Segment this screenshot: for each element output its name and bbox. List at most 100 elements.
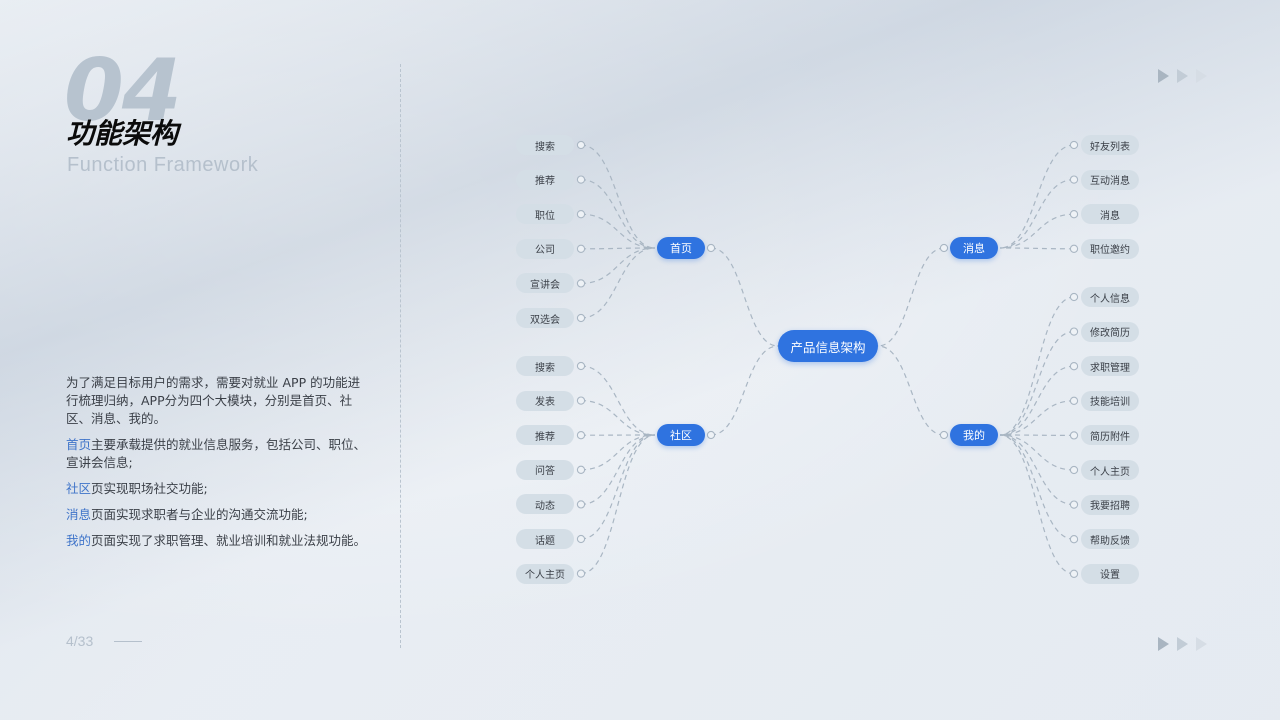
connector-line <box>580 434 656 505</box>
mindmap-leaf: 发表 <box>516 390 574 411</box>
mindmap-root: 产品信息架构 <box>778 330 878 362</box>
mindmap-leaf: 个人主页 <box>1081 460 1139 480</box>
mindmap-leaf: 推荐 <box>516 425 574 446</box>
mindmap-leaf: 技能培训 <box>1081 390 1139 411</box>
play-arrow-icon <box>1196 637 1207 651</box>
connector-dot <box>576 140 586 150</box>
mindmap-leaf: 职位邀约 <box>1081 238 1139 259</box>
connector-dot <box>576 244 586 253</box>
mindmap-leaf: 搜索 <box>516 135 574 155</box>
mindmap-leaf: 宣讲会 <box>516 273 574 294</box>
connector-dot <box>576 279 586 288</box>
description-text: 页面实现求职者与企业的沟通交流功能; <box>91 507 308 522</box>
mindmap-leaf: 双选会 <box>516 308 574 328</box>
connector-dot <box>1069 396 1079 405</box>
connector-dot <box>1069 431 1079 440</box>
connector-line <box>580 247 656 250</box>
connector-line <box>580 144 656 249</box>
mindmap-leaf: 动态 <box>516 494 574 515</box>
mindmap-leaf: 问答 <box>516 459 574 480</box>
connector-dot <box>1069 327 1079 336</box>
connector-dot <box>1069 362 1079 371</box>
connector-dot <box>1069 140 1079 150</box>
description-text: 页面实现了求职管理、就业培训和就业法规功能。 <box>91 533 367 548</box>
connector-line <box>999 434 1075 575</box>
mindmap-leaf: 设置 <box>1081 563 1139 584</box>
keyword-messages: 消息 <box>66 507 92 522</box>
mindmap-leaf: 我要招聘 <box>1081 494 1139 515</box>
connector-line <box>580 365 656 436</box>
mindmap-leaf: 搜索 <box>516 356 574 376</box>
connector-dot <box>576 210 586 219</box>
connector-line <box>580 434 656 540</box>
mindmap-leaf: 好友列表 <box>1081 135 1139 155</box>
connector-line <box>999 213 1075 249</box>
nav-arrows-bottom <box>1158 637 1207 651</box>
mindmap-branch: 消息 <box>950 237 998 259</box>
connector-dot <box>576 175 586 184</box>
description-intro: 为了满足目标用户的需求，需要对就业 APP 的功能进行梳理归纳，APP分为四个大… <box>66 375 361 426</box>
connector-line <box>999 400 1075 436</box>
connector-dot <box>1069 244 1079 253</box>
connector-dot <box>576 569 586 578</box>
connector-dot <box>706 243 716 253</box>
connector-line <box>580 213 656 249</box>
connector-dot <box>576 431 586 440</box>
mindmap-branch: 社区 <box>657 424 705 446</box>
connector-dot <box>1069 175 1079 184</box>
keyword-mine: 我的 <box>66 533 92 548</box>
keyword-home: 首页 <box>66 437 92 452</box>
mindmap-leaf: 互动消息 <box>1081 169 1139 190</box>
connector-line <box>710 247 779 347</box>
connector-dot <box>576 465 586 474</box>
connector-line <box>580 434 656 471</box>
connector-dot <box>1069 465 1079 475</box>
connector-dot <box>1069 292 1079 302</box>
connector-line <box>999 296 1075 436</box>
connector-line <box>580 179 656 249</box>
connector-line <box>999 434 1075 540</box>
description-text: 页实现职场社交功能; <box>91 481 208 496</box>
connector-dot <box>706 430 716 440</box>
connector-dot <box>1069 569 1079 578</box>
connector-line <box>580 400 656 436</box>
connector-line <box>999 434 1075 506</box>
mindmap-leaf: 求职管理 <box>1081 356 1139 377</box>
description-item: 消息页面实现求职者与企业的沟通交流功能; <box>66 506 372 524</box>
mindmap-leaf: 帮助反馈 <box>1081 529 1139 550</box>
connector-line <box>999 144 1075 249</box>
description-text: 主要承载提供的就业信息服务，包括公司、职位、宣讲会信息; <box>66 437 367 470</box>
connector-dot <box>1069 535 1079 544</box>
mindmap-leaf: 职位 <box>516 204 574 225</box>
description-item: 社区页实现职场社交功能; <box>66 480 372 498</box>
connector-dot <box>576 500 586 509</box>
connector-line <box>999 179 1075 249</box>
mindmap-branch: 我的 <box>950 424 998 446</box>
connector-dot <box>576 313 586 323</box>
connector-line <box>580 434 656 575</box>
connector-line <box>580 247 656 284</box>
nav-arrows-top <box>1158 69 1207 83</box>
connector-dot <box>1069 500 1079 509</box>
page-subtitle: Function Framework <box>67 154 259 176</box>
mindmap-branch: 首页 <box>657 237 705 259</box>
connector-dot <box>576 534 586 544</box>
section-number: 04 <box>64 41 182 141</box>
connector-line <box>999 331 1075 436</box>
play-arrow-icon <box>1196 69 1207 83</box>
play-arrow-icon <box>1158 637 1169 651</box>
page-number: 4/33 <box>66 633 94 649</box>
play-arrow-icon <box>1158 69 1169 83</box>
mindmap-leaf: 个人主页 <box>516 563 574 584</box>
mindmap-leaf: 推荐 <box>516 169 574 190</box>
description: 为了满足目标用户的需求，需要对就业 APP 的功能进行梳理归纳，APP分为四个大… <box>66 374 372 558</box>
play-arrow-icon <box>1177 69 1188 83</box>
connector-line <box>999 365 1075 436</box>
page-title: 功能架构 <box>66 117 179 150</box>
page-number-dash <box>114 641 142 642</box>
connector-line <box>877 345 945 436</box>
mindmap-leaf: 修改简历 <box>1081 321 1139 342</box>
connector-line <box>710 345 779 436</box>
mindmap-leaf: 消息 <box>1081 204 1139 225</box>
